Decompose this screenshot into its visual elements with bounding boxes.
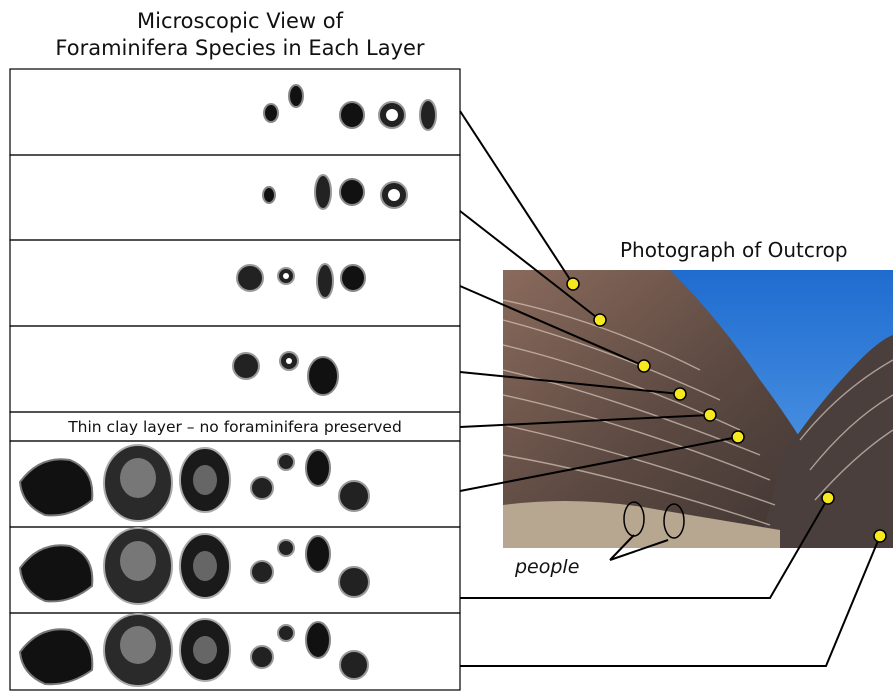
foram-chambered bbox=[251, 477, 273, 499]
marker-layer-4 bbox=[674, 388, 686, 400]
marker-layer-8 bbox=[874, 530, 886, 542]
foraminifera-layer-6 bbox=[20, 445, 369, 521]
foram-biserial bbox=[317, 264, 333, 298]
outcrop-photograph bbox=[503, 270, 893, 548]
marker-layer-3 bbox=[638, 360, 650, 372]
foram-small-blob bbox=[263, 187, 275, 203]
foraminifera-layer-8 bbox=[20, 614, 368, 686]
foram-trochospiral bbox=[306, 450, 330, 486]
marker-layer-6 bbox=[732, 431, 744, 443]
foram-large-bumpy bbox=[20, 629, 92, 684]
foram-coiled-inner bbox=[193, 551, 217, 581]
clay-layer-label: Thin clay layer – no foraminifera preser… bbox=[11, 413, 459, 441]
marker-layer-2 bbox=[594, 314, 606, 326]
marker-layer-1 bbox=[567, 278, 579, 290]
foram-large-bumpy bbox=[20, 459, 92, 515]
foram-trochospiral bbox=[306, 536, 330, 572]
marker-layer-7 bbox=[822, 492, 834, 504]
foram-chambered bbox=[237, 265, 263, 291]
foram-coiled-inner bbox=[193, 465, 217, 495]
foram-small-blob bbox=[264, 104, 278, 122]
foram-lobed bbox=[340, 179, 364, 205]
foram-chambered bbox=[233, 353, 259, 379]
layer-panel-3 bbox=[10, 240, 460, 326]
foram-lobed bbox=[340, 102, 364, 128]
foram-trochospiral bbox=[306, 622, 330, 658]
foram-chambered bbox=[339, 567, 369, 597]
layer-panels bbox=[10, 69, 460, 690]
foram-ring bbox=[278, 454, 294, 470]
foraminifera-layer-2 bbox=[263, 175, 407, 209]
foraminifera-layer-1 bbox=[264, 85, 436, 130]
foram-coiled-inner bbox=[193, 636, 217, 664]
people-label: people bbox=[515, 556, 579, 578]
foram-large-spiral-inner bbox=[120, 541, 156, 581]
foram-spiral-inner bbox=[386, 109, 398, 121]
foram-ring bbox=[278, 540, 294, 556]
foram-chambered bbox=[251, 561, 273, 583]
foram-small-blob bbox=[289, 85, 303, 107]
foram-ring-inner bbox=[286, 358, 292, 364]
foram-spiral-inner bbox=[388, 189, 400, 201]
foram-large-spiral-inner bbox=[120, 626, 156, 664]
foram-ring-inner bbox=[283, 273, 289, 279]
foram-large-spiral-inner bbox=[120, 458, 156, 498]
foram-chambered bbox=[251, 646, 273, 668]
foram-large-bumpy bbox=[20, 545, 92, 601]
foraminifera-layer-4 bbox=[233, 352, 338, 395]
foram-lobed bbox=[341, 265, 365, 291]
connector-layer-1 bbox=[460, 111, 573, 284]
foram-chambered bbox=[339, 481, 369, 511]
foram-ring bbox=[278, 625, 294, 641]
foram-trochospiral bbox=[308, 357, 338, 395]
foram-biserial bbox=[315, 175, 331, 209]
marker-clay bbox=[704, 409, 716, 421]
foraminifera-layer-3 bbox=[237, 264, 365, 298]
foram-chambered bbox=[340, 651, 368, 679]
foram-elongate bbox=[420, 100, 436, 130]
foraminifera-layer-7 bbox=[20, 528, 369, 604]
